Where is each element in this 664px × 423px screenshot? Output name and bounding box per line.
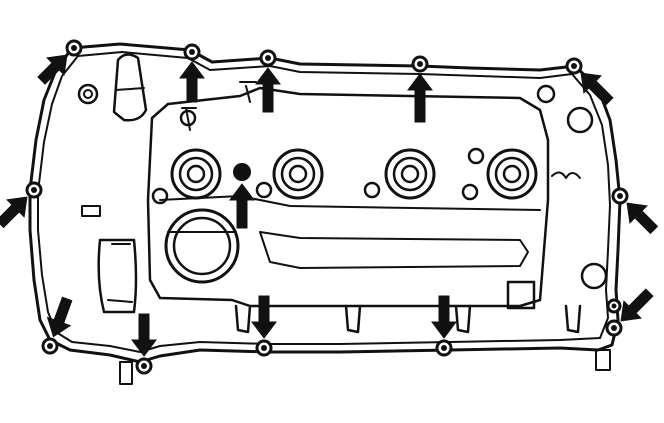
bolt [435,339,453,357]
arrow [229,183,255,229]
left-end-features [77,53,148,314]
arrow [620,288,654,322]
bolt [259,49,277,67]
interior-fasteners [151,84,608,290]
spark-plug-tube [384,148,436,200]
arrow [251,295,277,339]
arrow [431,295,457,339]
arrows [0,54,659,357]
arrow [580,72,614,106]
spark-plug-tube [170,148,222,200]
arrow [131,313,157,357]
oil-filler-cap [164,208,240,284]
center-plug [233,163,251,181]
bolt [41,337,59,355]
arrow [46,296,73,338]
arrow [37,54,68,85]
bolt [606,298,622,314]
arrow [626,202,659,235]
arrow [0,196,28,229]
bolt [65,39,83,57]
spark-plug-tube [486,148,538,200]
spark-plug-tube [272,148,324,200]
bolt [25,181,43,199]
perimeter-bolts [25,39,629,375]
cover-outline [28,42,622,364]
arrow [255,67,281,113]
bolt [135,357,153,375]
bolt [611,187,629,205]
bolt [605,319,623,337]
bolt [255,339,273,357]
bolt [565,57,583,75]
spark-plug-tubes [170,148,538,200]
arrow [407,73,433,123]
arrow [179,61,205,103]
bolt [183,43,201,61]
lower-bosses [119,280,611,385]
bolt [411,55,429,73]
